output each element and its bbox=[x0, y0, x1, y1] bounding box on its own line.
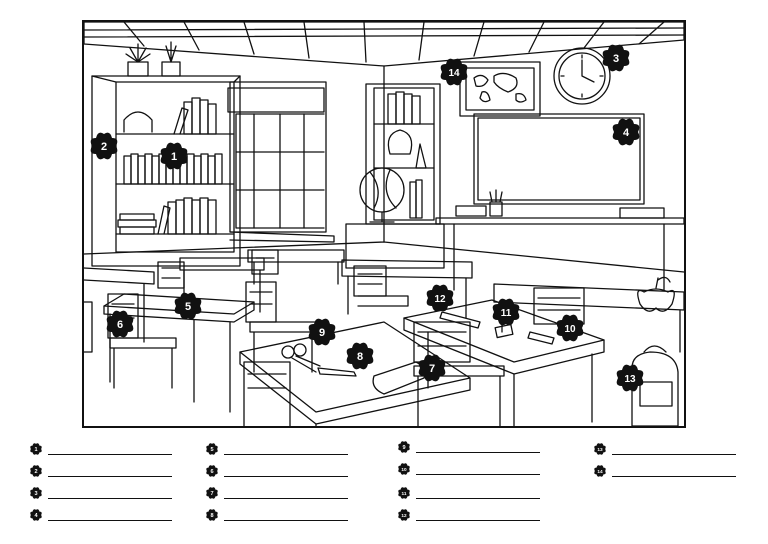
answer-input-11[interactable] bbox=[416, 487, 540, 499]
svg-text:11: 11 bbox=[402, 491, 407, 496]
marker-8[interactable]: 8 bbox=[346, 342, 374, 370]
svg-text:2: 2 bbox=[34, 469, 37, 475]
answer-row-8: 8 bbox=[206, 506, 348, 524]
marker-11-label: 11 bbox=[501, 308, 512, 319]
answer-input-12[interactable] bbox=[416, 509, 540, 521]
marker-6[interactable]: 6 bbox=[106, 310, 134, 338]
answer-input-9[interactable] bbox=[416, 441, 540, 453]
answer-badge-14: 14 bbox=[594, 465, 606, 477]
desk-middle bbox=[239, 321, 471, 426]
marker-4-label: 4 bbox=[623, 127, 630, 139]
answer-row-9: 9 bbox=[398, 438, 540, 456]
marker-10[interactable]: 10 bbox=[556, 314, 584, 342]
svg-text:8: 8 bbox=[210, 513, 213, 519]
answer-input-2[interactable] bbox=[48, 465, 172, 477]
whiteboard bbox=[435, 113, 684, 291]
svg-text:13: 13 bbox=[597, 447, 603, 452]
marker-5-label: 5 bbox=[185, 301, 191, 313]
marker-2[interactable]: 2 bbox=[90, 132, 118, 160]
answer-badge-6: 6 bbox=[206, 465, 218, 477]
answer-input-13[interactable] bbox=[612, 443, 736, 455]
answer-badge-7: 7 bbox=[206, 487, 218, 499]
marker-6-label: 6 bbox=[117, 319, 123, 331]
svg-text:6: 6 bbox=[210, 469, 213, 475]
world-map bbox=[459, 61, 541, 117]
answer-badge-3: 3 bbox=[30, 487, 42, 499]
answer-row-13: 13 bbox=[594, 440, 736, 458]
svg-text:10: 10 bbox=[401, 467, 407, 472]
answer-badge-11: 11 bbox=[398, 487, 410, 499]
svg-text:9: 9 bbox=[402, 445, 405, 451]
cabinet-right bbox=[345, 83, 445, 269]
svg-text:1: 1 bbox=[34, 447, 37, 453]
answer-input-8[interactable] bbox=[224, 509, 348, 521]
answer-badge-1: 1 bbox=[30, 443, 42, 455]
answer-badge-10: 10 bbox=[398, 463, 410, 475]
backpack bbox=[631, 345, 679, 426]
svg-text:14: 14 bbox=[597, 469, 603, 474]
marker-1-label: 1 bbox=[171, 151, 177, 163]
answer-badge-9: 9 bbox=[398, 441, 410, 453]
answer-input-10[interactable] bbox=[416, 463, 540, 475]
answer-badge-13: 13 bbox=[594, 443, 606, 455]
marker-12[interactable]: 12 bbox=[426, 284, 454, 312]
apple bbox=[637, 276, 675, 312]
marker-5[interactable]: 5 bbox=[174, 292, 202, 320]
classroom-illustration: 1 2 3 4 5 6 7 bbox=[82, 20, 686, 428]
answer-row-3: 3 bbox=[30, 484, 172, 502]
marker-8-label: 8 bbox=[357, 351, 363, 363]
answer-input-3[interactable] bbox=[48, 487, 172, 499]
marker-13[interactable]: 13 bbox=[616, 364, 644, 392]
answer-row-2: 2 bbox=[30, 462, 172, 480]
marker-3[interactable]: 3 bbox=[602, 44, 630, 72]
marker-10-label: 10 bbox=[564, 324, 576, 335]
answer-row-5: 5 bbox=[206, 440, 348, 458]
answer-input-7[interactable] bbox=[224, 487, 348, 499]
window bbox=[227, 81, 335, 243]
number-markers: 1 2 3 4 5 6 7 bbox=[90, 44, 644, 392]
marker-13-label: 13 bbox=[624, 374, 636, 385]
answer-input-5[interactable] bbox=[224, 443, 348, 455]
answer-input-4[interactable] bbox=[48, 509, 172, 521]
answer-input-1[interactable] bbox=[48, 443, 172, 455]
wall-clock bbox=[553, 47, 611, 105]
marker-12-label: 12 bbox=[434, 294, 446, 305]
svg-text:4: 4 bbox=[34, 513, 38, 519]
answer-badge-12: 12 bbox=[398, 509, 410, 521]
answer-section: 1 2 3 4 5 6 7 8 9 10 11 12 bbox=[0, 436, 768, 536]
svg-text:12: 12 bbox=[401, 513, 407, 518]
answer-badge-4: 4 bbox=[30, 509, 42, 521]
answer-row-6: 6 bbox=[206, 462, 348, 480]
bookshelf-left bbox=[91, 75, 241, 267]
svg-text:3: 3 bbox=[34, 491, 37, 497]
answer-badge-2: 2 bbox=[30, 465, 42, 477]
marker-2-label: 2 bbox=[101, 141, 107, 153]
marker-7-label: 7 bbox=[429, 363, 435, 375]
answer-row-14: 14 bbox=[594, 462, 736, 480]
answer-row-1: 1 bbox=[30, 440, 172, 458]
marker-1[interactable]: 1 bbox=[160, 142, 188, 170]
marker-9[interactable]: 9 bbox=[308, 318, 336, 346]
marker-9-label: 9 bbox=[319, 327, 325, 339]
answer-input-6[interactable] bbox=[224, 465, 348, 477]
svg-text:7: 7 bbox=[210, 491, 213, 497]
marker-3-label: 3 bbox=[613, 53, 619, 65]
marker-4[interactable]: 4 bbox=[612, 118, 640, 146]
marker-14-label: 14 bbox=[448, 68, 460, 79]
back-desks bbox=[84, 249, 684, 353]
classroom-drawing: 1 2 3 4 5 6 7 bbox=[84, 22, 684, 426]
marker-11[interactable]: 11 bbox=[492, 298, 520, 326]
answer-badge-8: 8 bbox=[206, 509, 218, 521]
answer-input-14[interactable] bbox=[612, 465, 736, 477]
answer-row-7: 7 bbox=[206, 484, 348, 502]
answer-row-11: 11 bbox=[398, 484, 540, 502]
marker-7[interactable]: 7 bbox=[418, 354, 446, 382]
answer-row-12: 12 bbox=[398, 506, 540, 524]
ceiling bbox=[84, 22, 684, 67]
marker-14[interactable]: 14 bbox=[440, 58, 468, 86]
answer-row-10: 10 bbox=[398, 460, 540, 478]
answer-badge-5: 5 bbox=[206, 443, 218, 455]
answer-row-4: 4 bbox=[30, 506, 172, 524]
svg-text:5: 5 bbox=[210, 447, 213, 453]
